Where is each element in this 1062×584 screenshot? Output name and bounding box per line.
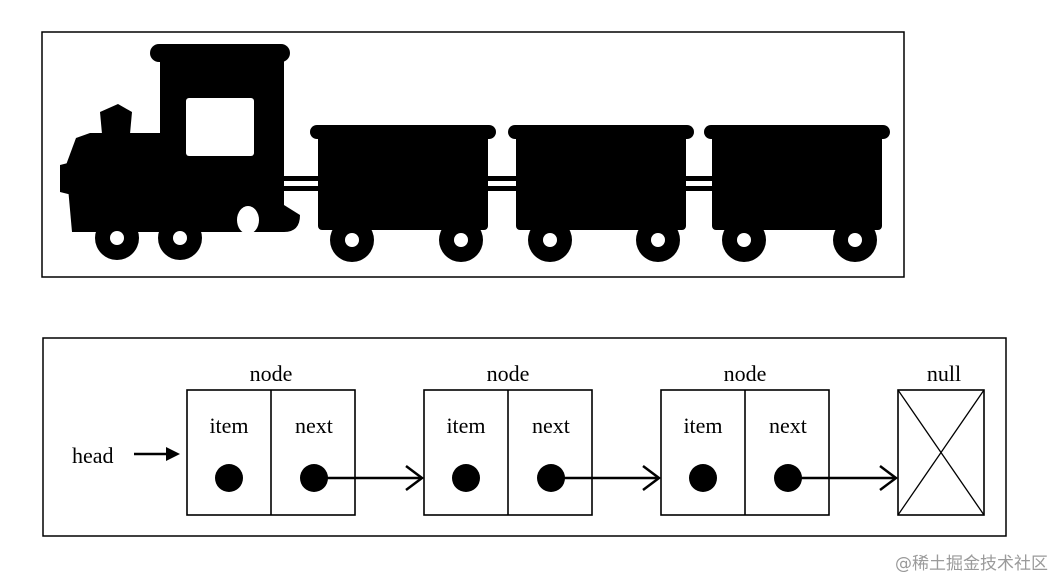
coupling-bar [280, 176, 720, 181]
node-title: node [724, 361, 767, 386]
watermark: @稀土掘金技术社区 [895, 554, 1048, 574]
coupling-bar [280, 186, 720, 191]
node-title: node [250, 361, 293, 386]
item-label: item [683, 413, 722, 438]
node-3: node item next [660, 361, 830, 516]
head-label: head [72, 443, 114, 468]
item-label: item [209, 413, 248, 438]
wheels [95, 216, 877, 262]
locomotive-icon [60, 44, 300, 234]
item-dot [452, 464, 480, 492]
linked-list-panel: head node item next node item next [42, 337, 1007, 537]
train-car-3 [704, 125, 890, 230]
null-node: null [897, 361, 985, 516]
next-pointer-arrow [551, 465, 662, 491]
next-label: next [532, 413, 570, 438]
item-dot [215, 464, 243, 492]
next-pointer-arrow [788, 465, 899, 491]
item-dot [689, 464, 717, 492]
head-arrow [134, 447, 180, 461]
train-icon [60, 44, 890, 262]
next-label: next [769, 413, 807, 438]
node-1: node item next [186, 361, 356, 516]
train-panel [41, 31, 905, 278]
train-car-1 [310, 125, 496, 230]
node-2: node item next [423, 361, 593, 516]
node-title: node [487, 361, 530, 386]
next-pointer-arrow [314, 465, 425, 491]
item-label: item [446, 413, 485, 438]
train-car-2 [508, 125, 694, 230]
next-label: next [295, 413, 333, 438]
null-label: null [927, 361, 961, 386]
